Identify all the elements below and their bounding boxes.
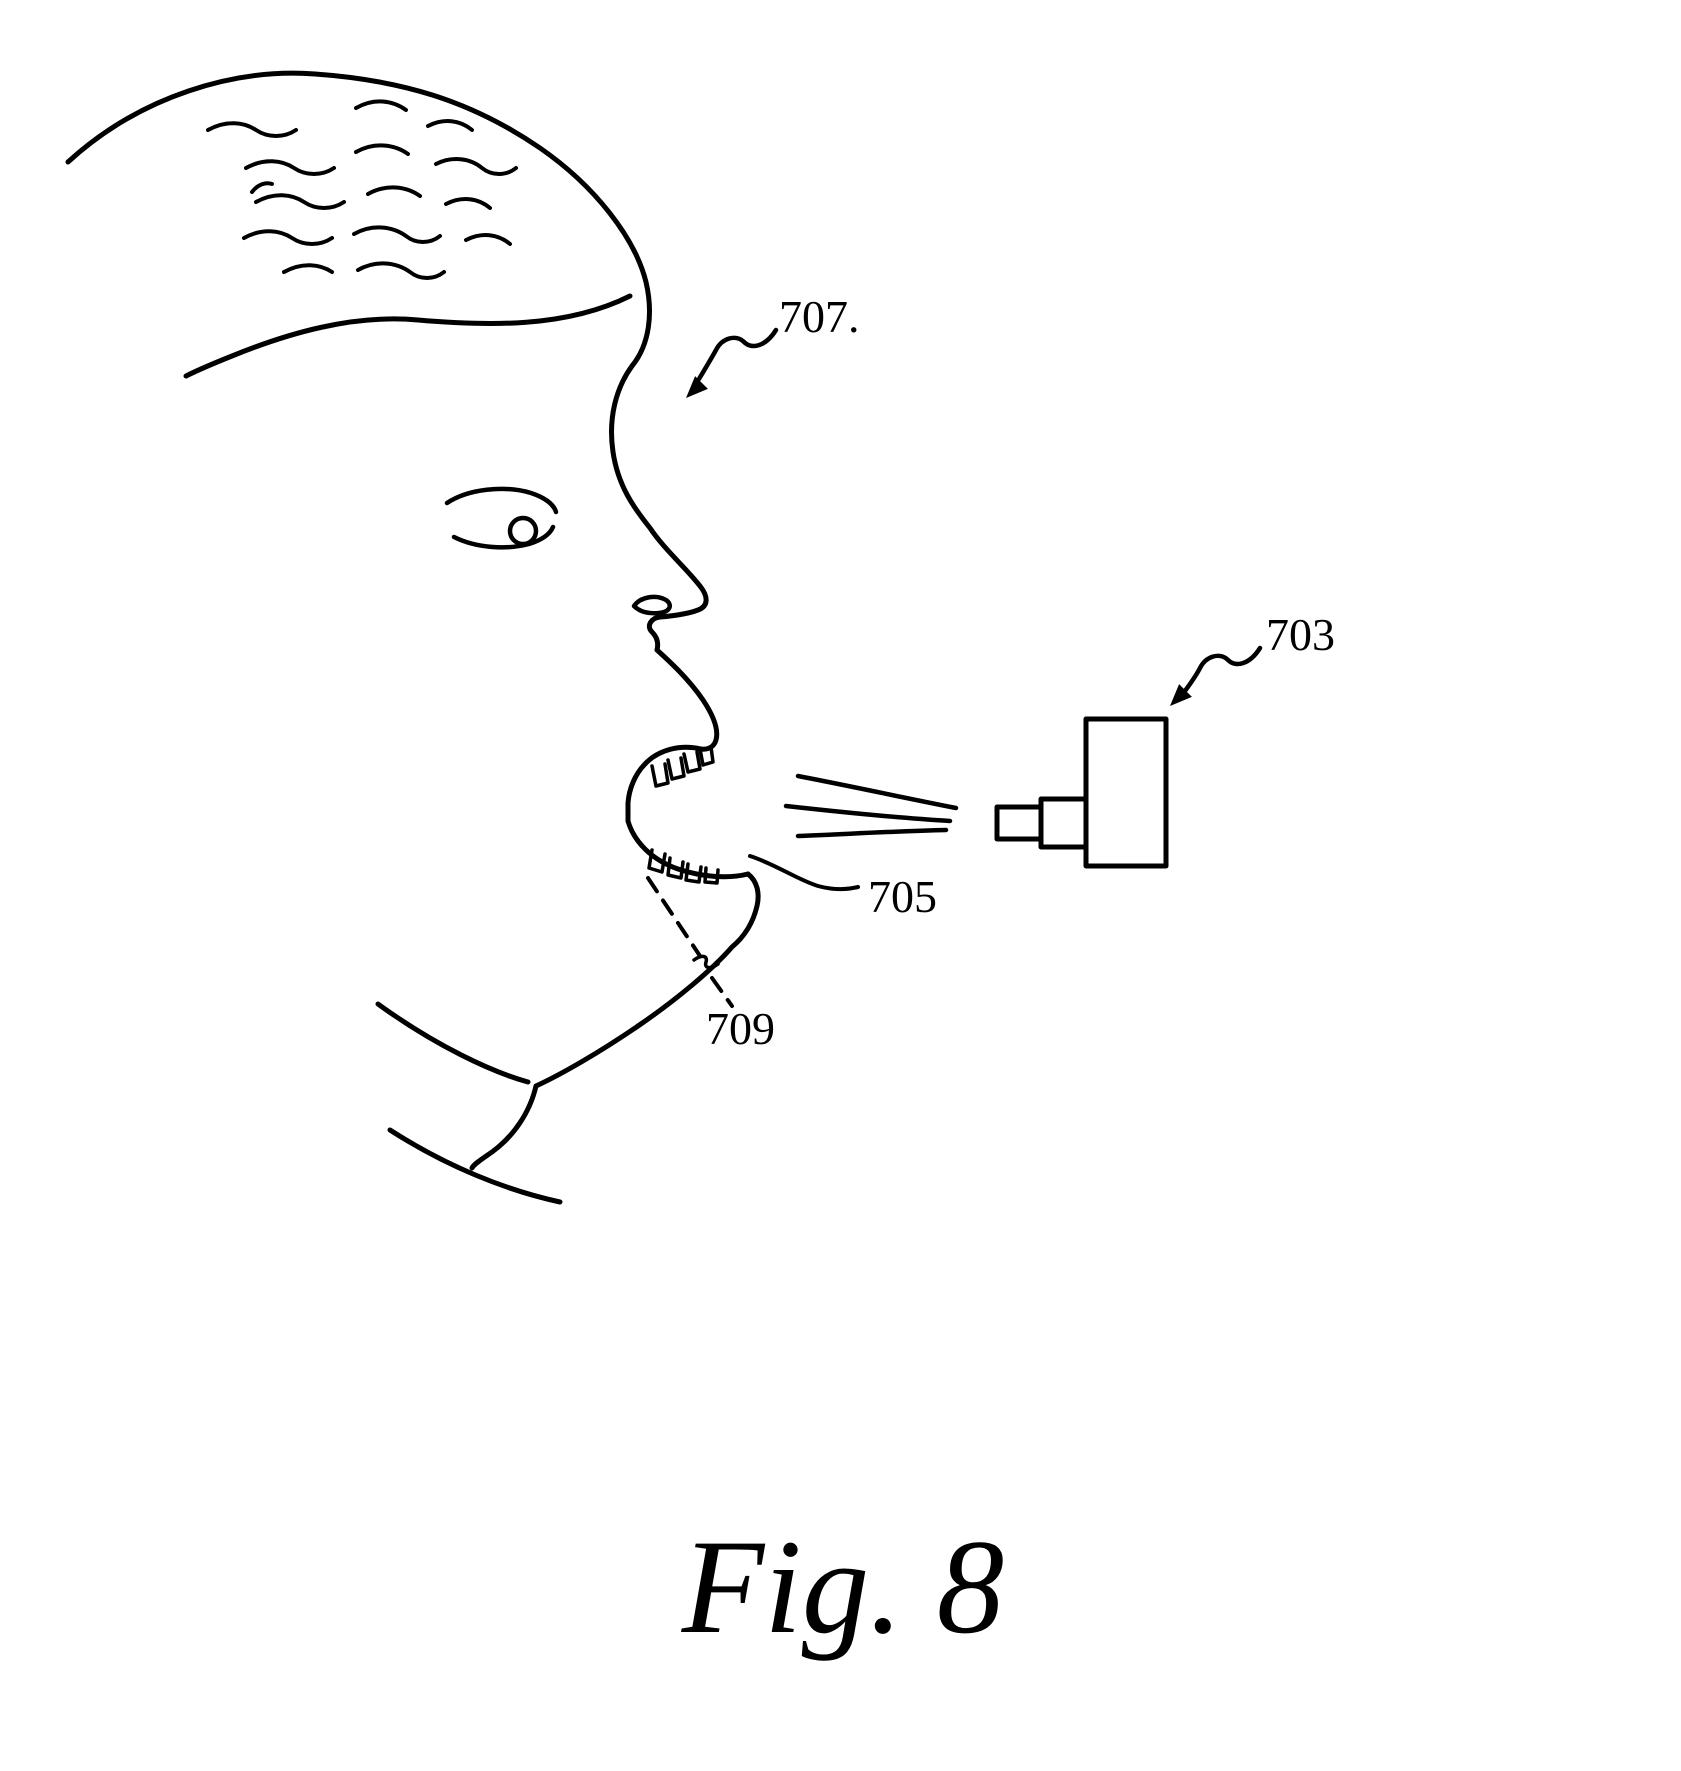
arrow-703-head: [1170, 684, 1192, 706]
reference-709: 709: [646, 876, 775, 1054]
lower-teeth: [647, 848, 720, 885]
eye: [444, 486, 559, 550]
mouth-upper-inner-lip: [625, 744, 704, 824]
speech-sound-waves: [783, 773, 959, 839]
label-709: 709: [706, 1003, 775, 1054]
head-profile: [65, 70, 761, 1205]
upper-teeth: [650, 745, 715, 788]
hair-strokes: [206, 99, 518, 280]
label-705: 705: [868, 871, 937, 922]
device-tip: [994, 804, 1044, 842]
arrow-707-squiggle: [696, 327, 779, 382]
eye-pupil: [507, 515, 539, 547]
head-outline: [65, 70, 720, 752]
label-707: 707.: [779, 291, 860, 342]
leader-709-break: [692, 954, 720, 970]
leader-709-dash-1: [646, 876, 702, 958]
figure-caption: Fig. 8: [681, 1513, 1004, 1662]
sensor-device: [994, 716, 1169, 869]
leader-709-dash-2: [710, 976, 734, 1008]
arrow-703-squiggle: [1182, 645, 1263, 694]
arrow-707-head: [686, 376, 708, 398]
label-703: 703: [1266, 609, 1335, 660]
reference-705: 705: [748, 854, 937, 922]
mouth: [625, 744, 751, 885]
reference-703: 703: [1170, 609, 1335, 706]
hairline: [183, 293, 633, 379]
leader-705: [748, 854, 860, 892]
nostril: [631, 594, 672, 616]
chin-jaw-outline: [533, 871, 761, 1089]
device-neck: [1038, 796, 1089, 850]
reference-707: 707.: [686, 291, 860, 398]
device-body: [1083, 716, 1169, 869]
mouth-lower-inner-lip: [625, 818, 751, 880]
neck-lines: [375, 1001, 563, 1205]
